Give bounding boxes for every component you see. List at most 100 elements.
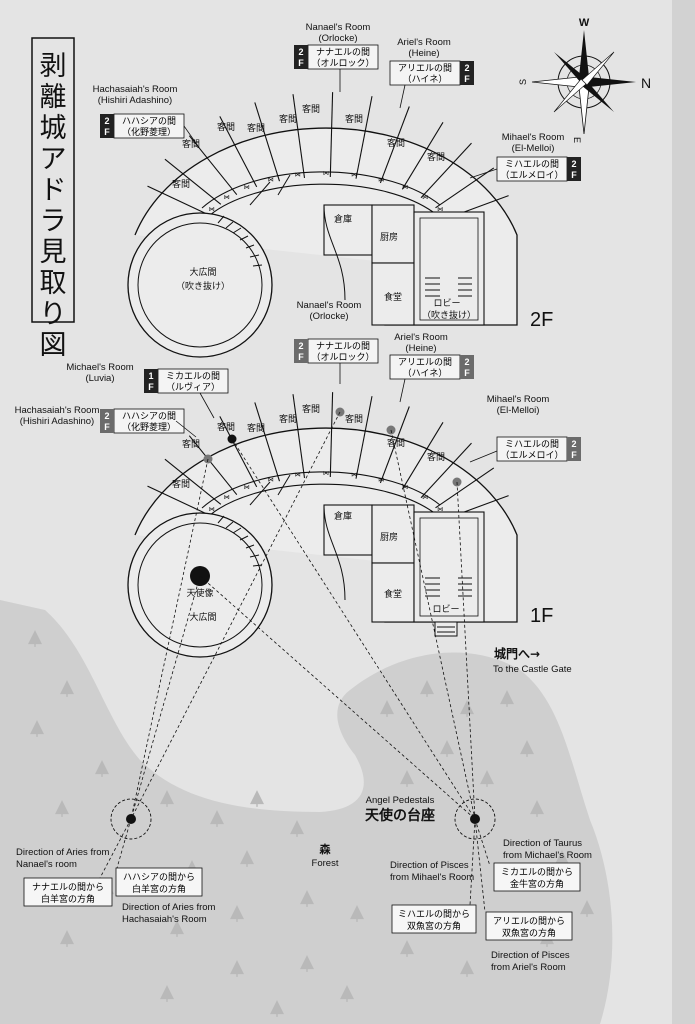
floor-1-lobby-label: ロビー xyxy=(432,604,459,615)
room-en-name: Mihael's Room xyxy=(487,394,550,405)
guest-room-label: 客間 xyxy=(172,478,190,490)
guest-room-label: 客間 xyxy=(302,403,320,415)
door-icon: ⋈ xyxy=(323,470,329,477)
direction-en-line1: Direction of Aries from xyxy=(122,902,216,913)
direction-en-line2: Nanael's room xyxy=(16,859,77,870)
floor-1-dining-label: 食堂 xyxy=(384,588,402,600)
room-en-name: Ariel's Room xyxy=(397,37,451,48)
room-floor-badge: F xyxy=(571,170,577,180)
room-floor-badge: F xyxy=(464,74,470,84)
room-floor-badge: 2 xyxy=(298,47,303,57)
room-tag: Michael's Room(Luvia)ミカエルの間（ルヴィア）1F xyxy=(66,362,229,419)
floor-1-stairs xyxy=(217,515,263,567)
aries-pedestal xyxy=(110,798,152,840)
door-icon: ⋈ xyxy=(351,172,357,179)
floor-2-lobby-sub-label: （吹き抜け） xyxy=(422,309,476,321)
direction-en-line2: Hachasaiah's Room xyxy=(122,914,207,925)
direction-en-line2: from Ariel's Room xyxy=(491,962,566,973)
door-icon: ⋈ xyxy=(209,206,215,213)
guest-room-label: 客間 xyxy=(182,438,200,450)
forest-jp-label: 森 xyxy=(320,842,332,856)
forest-en-label: Forest xyxy=(312,858,339,869)
room-floor-badge: F xyxy=(298,58,304,68)
room-floor-badge: F xyxy=(464,368,470,378)
direction-lines xyxy=(99,411,491,913)
room-tags: Hachasaiah's Room(Hishiri Adashino)ハハシアの… xyxy=(15,22,581,463)
room-en-name: Mihael's Room xyxy=(502,132,565,143)
room-floor-badge: F xyxy=(571,450,577,460)
door-icon: ⋈ xyxy=(224,494,230,501)
floor-1-label: 1F xyxy=(530,605,553,627)
room-floor-badge: 2 xyxy=(104,116,109,126)
door-icon: ⋈ xyxy=(422,494,428,501)
room-floor-badge: 2 xyxy=(571,159,576,169)
room-jp-owner: （ハイネ） xyxy=(403,74,448,85)
room-floor-badge: F xyxy=(104,127,110,137)
floor-1-kitchen-room xyxy=(371,504,415,564)
room-jp-owner: （エルメロイ） xyxy=(500,170,563,181)
room-tag: Hachasaiah's Room(Hishiri Adashino)ハハシアの… xyxy=(93,84,199,147)
direction-jp-line1: ミカエルの間から xyxy=(501,867,573,878)
compass-east-label: E xyxy=(572,137,582,143)
room-jp-owner: （化野菱理） xyxy=(122,421,176,433)
direction-en-line2: from Michael's Room xyxy=(503,850,592,861)
door-icon: ⋈ xyxy=(402,484,408,491)
floor-1-kitchen-label: 厨房 xyxy=(380,531,398,543)
map-title: 剥離城アドラ見取り図 xyxy=(31,37,75,361)
room-floor-badge: F xyxy=(298,352,304,362)
room-jp-name: ハハシアの間 xyxy=(122,116,176,127)
floor-1-plan: ⋈⋈⋈⋈⋈⋈⋈⋈⋈⋈⋈ 客間客間客間客間客間客間客間客間客間 倉庫 厨房 食堂 … xyxy=(127,392,553,658)
door-icon: ⋈ xyxy=(244,184,250,191)
direction-jp-line2: 白羊宮の方角 xyxy=(41,893,95,905)
guest-room-label: 客間 xyxy=(217,121,235,133)
room-jp-name: アリエルの間 xyxy=(398,357,452,368)
floor-2-hall-label: 大広間 xyxy=(189,266,216,278)
room-tag: Mihael's Room(El-Melloi)ミハエルの間（エルメロイ）2F xyxy=(469,132,581,182)
room-en-owner: (Luvia) xyxy=(85,373,114,384)
room-en-owner: (Heine) xyxy=(405,343,436,354)
room-jp-name: ハハシアの間 xyxy=(122,411,176,422)
compass-rose: W N E S xyxy=(518,17,651,143)
floor-1-statue-label: 天使像 xyxy=(186,587,213,599)
door-icon: ⋈ xyxy=(209,506,215,513)
room-en-name: Nanael's Room xyxy=(306,22,371,33)
direction-jp-line1: ミハエルの間から xyxy=(398,909,470,920)
room-en-name: Hachasaiah's Room xyxy=(93,84,178,95)
room-en-name: Ariel's Room xyxy=(394,332,448,343)
door-icon: ⋈ xyxy=(422,194,428,201)
floor-1-corridor xyxy=(201,471,441,509)
room-en-name: Michael's Room xyxy=(66,362,133,373)
floor-1-room-dividers: ⋈⋈⋈⋈⋈⋈⋈⋈⋈⋈⋈ xyxy=(147,392,509,520)
door-icon: ⋈ xyxy=(268,176,274,183)
room-tag: Mihael's Room(El-Melloi)ミハエルの間（エルメロイ）2F xyxy=(469,394,581,463)
room-en-name: Hachasaiah's Room xyxy=(15,405,100,416)
direction-jp-line2: 白羊宮の方角 xyxy=(132,883,186,895)
guest-room-label: 客間 xyxy=(302,103,320,115)
room-jp-name: ミハエルの間 xyxy=(505,439,559,450)
compass-north-label: N xyxy=(641,75,651,91)
room-jp-owner: （オルロック） xyxy=(311,58,374,69)
room-en-owner: (El-Melloi) xyxy=(497,405,540,416)
floor-2-kitchen-room xyxy=(371,204,415,264)
room-tag: Hachasaiah's Room(Hishiri Adashino) ハハシアの… xyxy=(15,405,197,438)
direction-en-line1: Direction of Taurus xyxy=(503,838,582,849)
door-icon: ⋈ xyxy=(437,506,443,513)
door-icon: ⋈ xyxy=(323,170,329,177)
floor-1-hall-label: 大広間 xyxy=(189,611,216,623)
guest-room-label: 客間 xyxy=(247,422,265,434)
floor-2-great-hall xyxy=(127,212,273,358)
guest-room-label: 客間 xyxy=(279,413,297,425)
floor-2-lobby-stairs xyxy=(425,277,472,297)
direction-en-line1: Direction of Aries from xyxy=(16,847,110,858)
floor-1-guest-room-labels: 客間客間客間客間客間客間客間客間客間 xyxy=(172,403,445,490)
room-en-name: Nanael's Room xyxy=(297,300,362,311)
room-en-owner: (Heine) xyxy=(408,48,439,59)
castle-gate-jp-label: 城門へ→ xyxy=(494,646,540,661)
guest-room-label: 客間 xyxy=(345,413,363,425)
room-en-owner: (Hishiri Adashino) xyxy=(20,416,94,427)
